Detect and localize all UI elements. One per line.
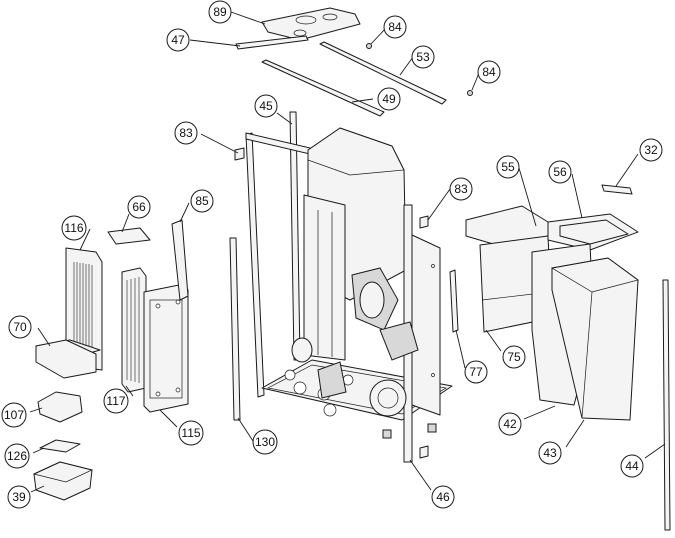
callout-label: 115 bbox=[181, 426, 200, 440]
part-hopper bbox=[531, 213, 639, 421]
part-top-cover bbox=[261, 7, 361, 41]
callout-77: 77 bbox=[464, 360, 488, 384]
part-rail-49 bbox=[261, 59, 385, 117]
callout-label: 107 bbox=[4, 408, 24, 422]
callout-label: 83 bbox=[179, 126, 193, 140]
part-main-frame bbox=[245, 111, 453, 463]
callout-label: 45 bbox=[259, 99, 273, 113]
callout-47: 47 bbox=[166, 28, 190, 52]
part-top-rail bbox=[235, 35, 309, 50]
part-door-frame-115 bbox=[143, 283, 189, 413]
callout-label: 85 bbox=[195, 194, 209, 208]
leader-lines bbox=[29, 11, 666, 493]
callout-42: 42 bbox=[498, 412, 522, 436]
callout-label: 70 bbox=[13, 320, 27, 334]
callout-115: 115 bbox=[178, 420, 204, 446]
callout-130: 130 bbox=[252, 429, 278, 455]
callout-84-top: 84 bbox=[383, 15, 407, 39]
callout-44: 44 bbox=[620, 454, 644, 478]
part-ash-drawer-70 bbox=[35, 339, 97, 379]
part-clip-83-a bbox=[234, 147, 245, 161]
callout-55: 55 bbox=[496, 155, 520, 179]
part-burner-107 bbox=[37, 391, 83, 423]
callout-46: 46 bbox=[431, 485, 455, 509]
callout-45: 45 bbox=[254, 94, 278, 118]
part-bracket-85 bbox=[171, 219, 189, 301]
part-rail-53 bbox=[319, 41, 447, 105]
part-bracket-130 bbox=[229, 237, 241, 421]
callout-70: 70 bbox=[8, 315, 32, 339]
screw-84-b bbox=[467, 90, 473, 96]
callout-label: 117 bbox=[106, 394, 125, 408]
callout-56: 56 bbox=[548, 160, 572, 184]
callout-label: 46 bbox=[436, 490, 450, 504]
callout-89: 89 bbox=[208, 0, 232, 24]
callout-label: 47 bbox=[171, 33, 185, 47]
part-exchanger-117 bbox=[121, 267, 147, 393]
callout-32: 32 bbox=[639, 138, 663, 162]
part-clip-83-b bbox=[419, 215, 429, 229]
callout-label: 53 bbox=[416, 50, 430, 64]
screw-84-a bbox=[366, 43, 372, 49]
callout-label: 126 bbox=[7, 449, 27, 463]
ash-pan-rim bbox=[32, 461, 94, 483]
callout-85: 85 bbox=[190, 189, 214, 213]
callout-66: 66 bbox=[127, 195, 151, 219]
callout-126: 126 bbox=[4, 443, 30, 469]
callout-116: 116 bbox=[61, 215, 87, 241]
callout-label: 42 bbox=[503, 417, 517, 431]
callout-label: 84 bbox=[388, 20, 402, 34]
callout-label: 55 bbox=[501, 160, 515, 174]
part-strip-77 bbox=[449, 269, 459, 333]
callout-53: 53 bbox=[411, 45, 435, 69]
part-bracket-32 bbox=[601, 184, 633, 195]
callout-label: 44 bbox=[625, 459, 639, 473]
callout-label: 116 bbox=[64, 221, 83, 235]
callout-label: 39 bbox=[12, 490, 26, 504]
part-clip-83-c bbox=[419, 445, 429, 459]
callout-label: 84 bbox=[482, 65, 496, 79]
callout-label: 43 bbox=[543, 446, 557, 460]
callout-84-right: 84 bbox=[477, 60, 501, 84]
part-rod-44 bbox=[662, 279, 671, 531]
callout-label: 32 bbox=[644, 143, 658, 157]
callout-117: 117 bbox=[103, 388, 129, 414]
callout-label: 66 bbox=[132, 200, 146, 214]
callout-43: 43 bbox=[538, 441, 562, 465]
callout-49: 49 bbox=[377, 87, 401, 111]
callout-label: 83 bbox=[454, 182, 468, 196]
callout-39: 39 bbox=[7, 485, 31, 509]
part-gasket-126 bbox=[39, 439, 81, 453]
callout-83-left: 83 bbox=[174, 121, 198, 145]
callout-label: 49 bbox=[382, 92, 396, 106]
callout-83-right: 83 bbox=[449, 177, 473, 201]
callout-107: 107 bbox=[1, 402, 27, 428]
callout-75: 75 bbox=[502, 345, 526, 369]
callout-label: 77 bbox=[469, 365, 483, 379]
callout-label: 56 bbox=[553, 165, 567, 179]
callout-label: 130 bbox=[255, 435, 275, 449]
callout-label: 75 bbox=[507, 350, 521, 364]
part-plate-66 bbox=[107, 227, 151, 245]
callout-label: 89 bbox=[213, 5, 227, 19]
